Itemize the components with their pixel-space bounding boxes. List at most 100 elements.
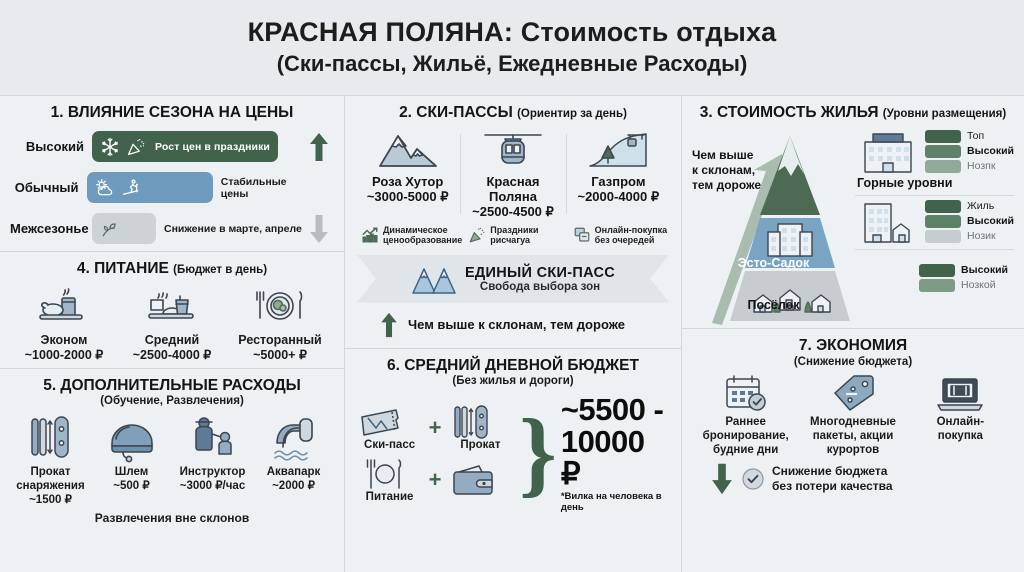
budget-items: Ски-пасс +: [355, 405, 515, 503]
savings-text: Онлайн- покупка: [936, 415, 985, 442]
section-4-title: 4. ПИТАНИЕ (Бюджет в день): [10, 260, 334, 278]
instructor-icon: [172, 413, 253, 465]
budget-item: [449, 463, 511, 497]
price-tag-icon: [801, 373, 904, 413]
section-7-savings: 7. ЭКОНОМИЯ (Снижение бюджета): [682, 327, 1024, 572]
party-popper-icon: [468, 226, 486, 244]
sun-cloud-icon: [95, 178, 115, 198]
legend-label: Топ: [967, 129, 985, 142]
extras-name: Шлем ~500 ₽: [113, 466, 150, 493]
pass-price: ~2000-4000 ₽: [577, 188, 660, 204]
food-name: Ресторанный: [238, 332, 322, 347]
budget-label: Прокат: [460, 438, 501, 451]
helmet-icon: [91, 413, 172, 465]
legend-label: Жиль: [967, 199, 995, 212]
wallet-icon: [449, 463, 511, 497]
section-5-title: 5. ДОПОЛНИТЕЛЬНЫЕ РАСХОДЫ: [43, 376, 301, 394]
pass-tag-text: Динамическое ценообразование: [383, 224, 463, 246]
page-title: КРАСНАЯ ПОЛЯНА: Стоимость отдыха: [247, 17, 777, 48]
tier-label-base: Посёлок: [747, 297, 800, 312]
legend-top: Высокий Нозкой: [857, 263, 1014, 292]
extras-item: Прокат снаряжения ~1500 ₽: [10, 413, 91, 507]
pass-price: ~3000-5000 ₽: [366, 188, 449, 204]
budget-amount-line1: ~5500 -: [560, 392, 664, 428]
section-3-title-sub: (Уровни размещения): [882, 108, 1007, 120]
pass-list: Роза Хутор ~3000-5000 ₽: [355, 128, 671, 220]
higher-note: Чем выше к склонам, тем дороже: [408, 317, 625, 332]
housing-body: Чем выше к склонам, тем дороже: [692, 126, 1014, 325]
arrow-down-icon: [308, 214, 334, 244]
budget-item: Ски-пасс: [359, 405, 421, 451]
legend-swatch: [925, 199, 962, 213]
curly-brace-icon: }: [519, 399, 557, 507]
savings-text: Многодневные пакеты, акции курортов: [810, 415, 896, 456]
legend-group-mountain: Топ Высокий Нозпк Горные уровни: [855, 126, 1014, 195]
food-items: Эконом ~1000-2000 ₽: [10, 284, 334, 362]
pass-tag: Динамическое ценообразование: [355, 225, 462, 246]
section-7-title-sub: (Снижение бюджета): [793, 355, 913, 368]
legend-swatch: [925, 229, 962, 243]
plus-sign: +: [428, 466, 442, 492]
extras-item: Шлем ~500 ₽: [91, 413, 172, 494]
legend-swatch: [925, 129, 962, 143]
page-header: КРАСНАЯ ПОЛЯНА: Стоимость отдыха (Ски-па…: [0, 0, 1024, 96]
pass-name: Роза Хутор: [372, 173, 444, 189]
budget-body: Ски-пасс +: [355, 394, 671, 513]
savings-item: Онлайн- покупка: [907, 373, 1014, 457]
ski-board-icon: [10, 413, 91, 465]
tray-cup-icon: [118, 284, 226, 332]
extras-footer: Развлечения вне склонов: [94, 510, 250, 525]
section-1-seasons: 1. ВЛИЯНИЕ СЕЗОНА НА ЦЕНЫ Высокий: [0, 96, 344, 251]
season-label: Высокий: [25, 139, 84, 155]
season-row-high: Высокий: [10, 131, 334, 163]
apartment-icon: [857, 200, 919, 244]
season-label: Обычный: [14, 180, 79, 196]
extras-items: Прокат снаряжения ~1500 ₽: [10, 413, 334, 507]
season-row-offseason: Межсезонье Снижение в марте, апреле: [10, 213, 334, 245]
food-price: ~5000+ ₽: [253, 347, 307, 362]
section-4-food: 4. ПИТАНИЕ (Бюджет в день): [0, 250, 344, 368]
legend-swatch: [919, 278, 956, 292]
extras-item: Аквапарк ~2000 ₽: [253, 413, 334, 494]
section-2-title-sub: (Ориентир за день): [517, 108, 627, 120]
right-column: 3. СТОИМОСТЬ ЖИЛЬЯ (Уровни размещения) Ч…: [682, 96, 1024, 572]
legend-top: Топ Высокий Нозпк: [857, 129, 1014, 174]
legend-swatches: [919, 263, 956, 292]
food-item: Ресторанный ~5000+ ₽: [226, 284, 334, 362]
extras-name: Прокат снаряжения ~1500 ₽: [16, 466, 85, 507]
pass-price: ~2500-4500 ₽: [472, 203, 554, 219]
plate-cutlery-icon: [226, 284, 334, 332]
content-grid: 1. ВЛИЯНИЕ СЕЗОНА НА ЦЕНЫ Высокий: [0, 96, 1024, 572]
chart-up-icon: [361, 226, 379, 244]
skier-icon: [121, 178, 141, 198]
season-bar-normal: [86, 172, 213, 204]
budget-amount-line2: 10000 ₽: [560, 423, 645, 491]
snowflake-icon: [100, 137, 120, 157]
legend-label: Высокий: [967, 144, 1014, 157]
food-price: ~2500-4000 ₽: [132, 347, 212, 362]
pass-item: Красная Поляна ~2500-4500 ₽: [460, 128, 565, 220]
legend-swatch: [919, 263, 956, 277]
hotel-icon: [857, 130, 919, 174]
cablecar-icon: [464, 128, 561, 172]
pass-tag: Онлайн-покупка без очередей: [567, 225, 671, 246]
legend-swatch: [925, 159, 962, 173]
season-label: Межсезонье: [10, 221, 89, 237]
legend-group-village: Жиль Высокий Нозик: [855, 194, 1014, 249]
ribbon-title: ЕДИНЫЙ СКИ-ПАСС: [464, 264, 616, 281]
legend-swatch: [925, 144, 962, 158]
chicken-drink-icon: [10, 284, 118, 332]
budget-label: Питание: [365, 490, 414, 503]
section-5-extras: 5. ДОПОЛНИТЕЛЬНЫЕ РАСХОДЫ (Обучение, Раз…: [0, 367, 344, 531]
legend-names: Топ Высокий Нозпк: [967, 130, 1014, 173]
savings-items: Раннее бронирование, будние дни: [692, 373, 1014, 457]
savings-footer: Снижение бюджета без потери качества: [772, 463, 893, 493]
section-6-budget: 6. СРЕДНИЙ ДНЕВНОЙ БЮДЖЕТ (Без жилья и д…: [345, 347, 681, 572]
legend-top: Жиль Высокий Нозик: [857, 199, 1014, 244]
season-note: Стабильные цены: [220, 175, 287, 200]
budget-label: Ски-пасс: [364, 438, 416, 451]
budget-line-2: Питание +: [355, 457, 515, 503]
section-5-title-sub: (Обучение, Развлечения): [100, 395, 244, 408]
extras-name: Инструктор ~3000 ₽/час: [179, 466, 246, 493]
